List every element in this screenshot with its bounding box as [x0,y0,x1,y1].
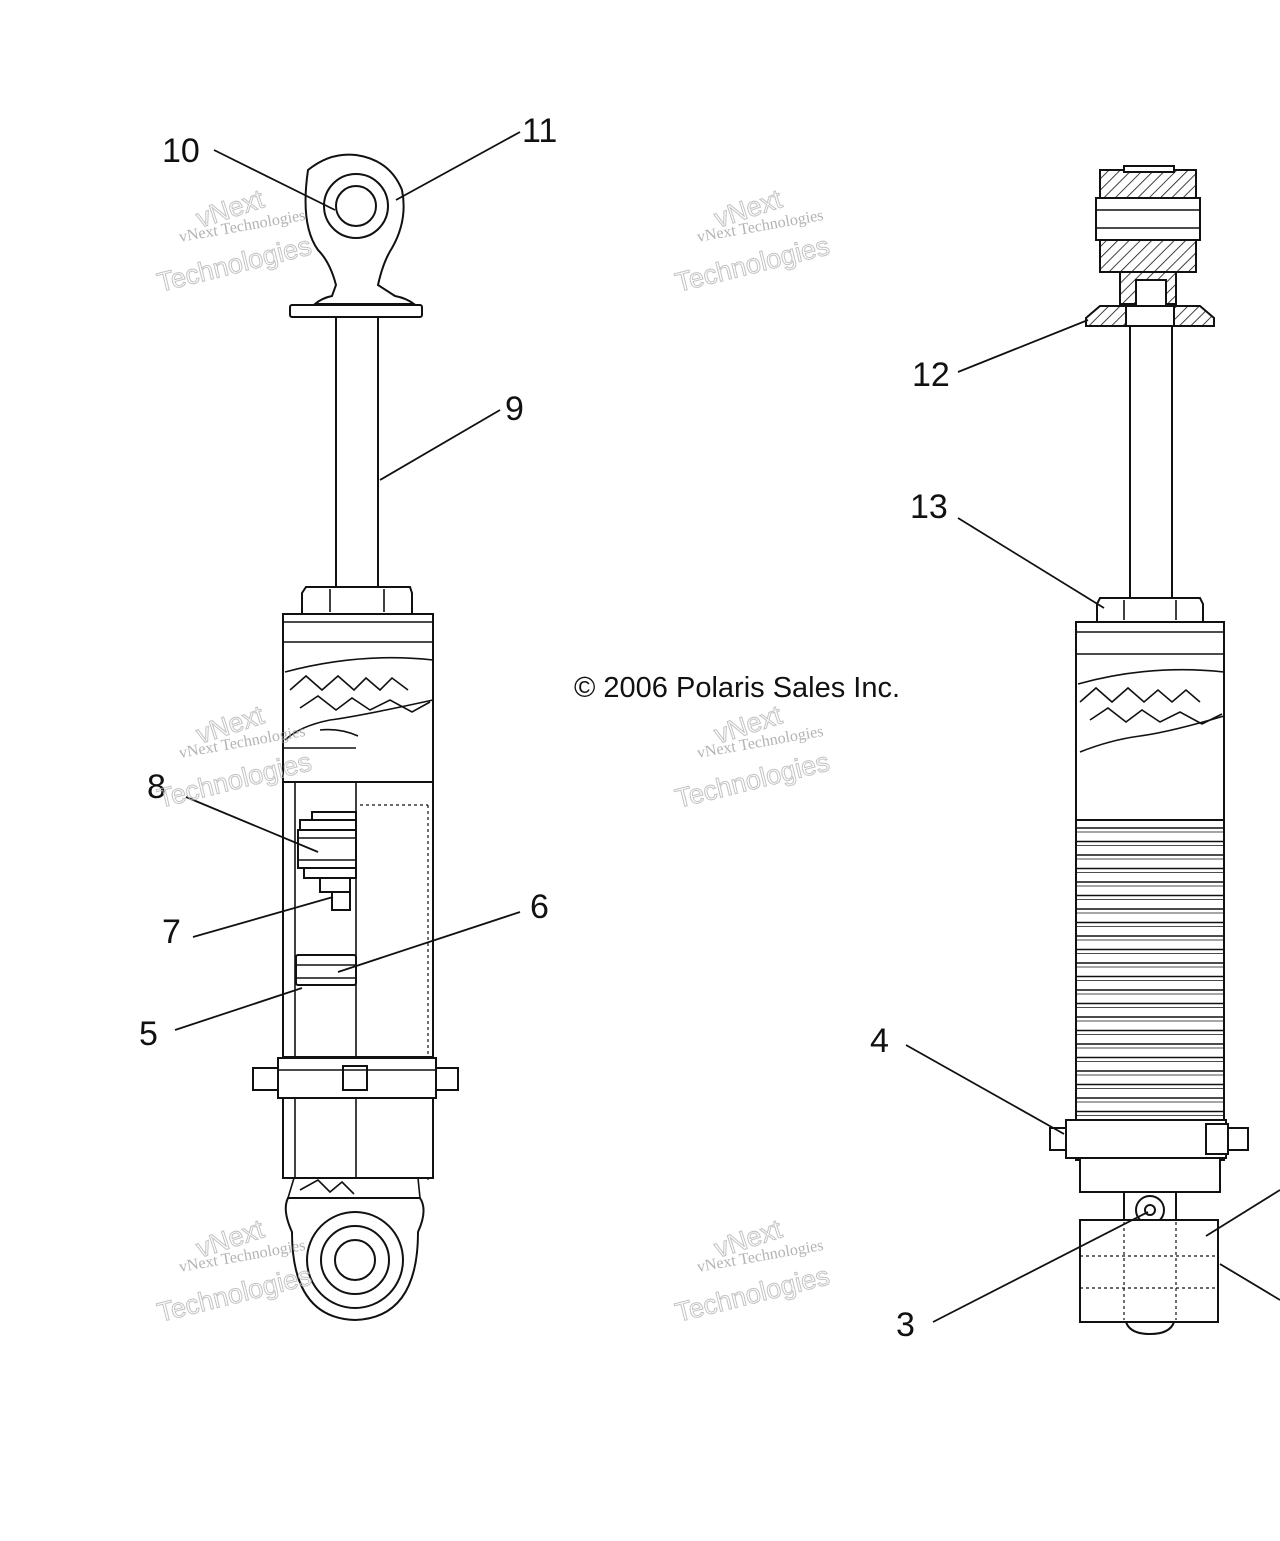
shock-body [1075,621,1225,821]
seal-head-nut [301,586,413,615]
top-bushing [1085,165,1215,327]
callout-8: 8 [147,768,166,806]
svg-text:Technologies: Technologies [672,747,832,814]
lower-clevis [1079,1191,1219,1336]
callout-7: 7 [162,913,181,951]
callout-6: 6 [530,888,549,926]
svg-text:Technologies: Technologies [672,1261,832,1328]
callout-3: 3 [896,1306,915,1344]
right-shock-absorber [1049,165,1249,1336]
spring-collar-4 [1049,1119,1249,1159]
callout-10: 10 [162,132,200,170]
svg-text:Technologies: Technologies [154,1261,314,1328]
floating-piston [295,954,357,986]
spring-adjuster-ring [252,1057,459,1099]
watermark: Technologies [672,746,833,814]
piston-assembly-8 [297,811,357,911]
callout-13: 13 [910,488,948,526]
callout-numbers: 10 11 9 8 7 6 5 12 13 4 3 [139,112,950,1344]
svg-text:Technologies: Technologies [672,231,832,298]
watermark: Technologies [154,230,315,298]
threaded-body [1075,819,1225,1161]
lower-eyelet [284,1177,425,1322]
callout-5: 5 [139,1015,158,1053]
shaft-9 [335,316,379,590]
seal-head-nut-13 [1096,597,1204,623]
watermark: Technologies [154,1260,315,1328]
left-shock-absorber [252,153,459,1322]
callout-4: 4 [870,1022,889,1060]
shaft [1129,325,1173,601]
callout-9: 9 [505,390,524,428]
watermark: Technologies [672,1260,833,1328]
ryde-fx-logo [284,656,434,741]
callout-12: 12 [912,356,950,394]
leader-lines [174,131,1280,1323]
watermarks: vNext Technologies vNext Technologies vN… [154,183,833,1328]
watermark: Technologies [672,230,833,298]
ryde-fx-logo-right [1077,668,1225,753]
callout-11: 11 [522,112,557,150]
copyright-notice: © 2006 Polaris Sales Inc. [574,672,900,704]
top-eyelet [289,153,423,318]
svg-text:Technologies: Technologies [154,231,314,298]
